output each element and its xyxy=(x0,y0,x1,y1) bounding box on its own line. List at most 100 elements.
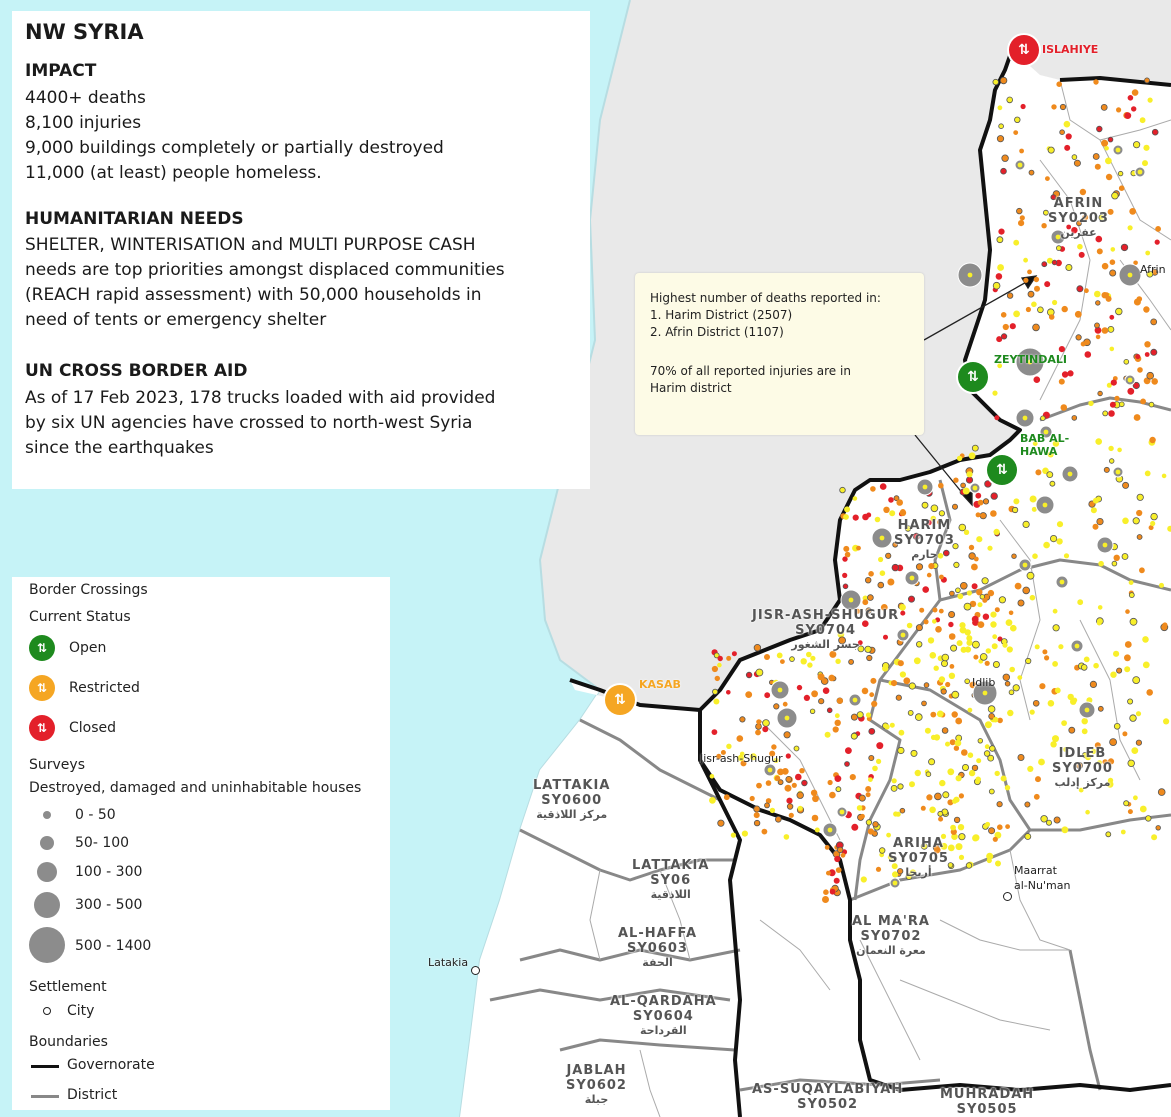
crossing-icon-islahiye[interactable]: ⇅ xyxy=(1009,35,1039,65)
survey-point xyxy=(1093,662,1099,669)
survey-point xyxy=(838,636,846,645)
survey-point xyxy=(966,635,973,642)
survey-point xyxy=(960,482,966,489)
survey-point xyxy=(998,228,1005,235)
survey-point xyxy=(1042,467,1049,475)
needs-line: (REACH rapid assessment) with 50,000 hou… xyxy=(25,285,482,305)
survey-point xyxy=(1040,415,1046,421)
survey-point xyxy=(929,806,936,814)
crossing-icon-bab-al-hawa[interactable]: ⇅ xyxy=(987,455,1017,485)
survey-point xyxy=(1081,728,1088,735)
survey-point xyxy=(921,501,929,509)
survey-point xyxy=(793,745,800,752)
needs-line: need of tents or emergency shelter xyxy=(25,310,327,330)
survey-point xyxy=(947,768,955,776)
survey-point xyxy=(1090,748,1097,755)
survey-point xyxy=(1046,471,1054,479)
survey-point xyxy=(1136,509,1143,517)
survey-point xyxy=(1046,819,1053,826)
survey-point xyxy=(1041,261,1048,268)
survey-point xyxy=(761,828,768,835)
survey-point xyxy=(971,583,978,590)
survey-point xyxy=(1128,592,1135,598)
survey-point xyxy=(905,873,913,880)
survey-point xyxy=(1061,371,1069,378)
legend-settlement-title: Settlement xyxy=(29,979,107,995)
survey-point xyxy=(781,768,789,775)
survey-point xyxy=(1042,649,1048,655)
survey-point xyxy=(833,877,840,884)
survey-point xyxy=(899,671,907,678)
survey-point xyxy=(867,594,874,601)
survey-point xyxy=(996,336,1003,343)
survey-point xyxy=(1143,144,1150,151)
survey-point xyxy=(1124,654,1131,662)
survey-point xyxy=(1116,667,1123,674)
survey-point xyxy=(1029,495,1037,503)
survey-point xyxy=(812,795,819,803)
survey-point xyxy=(939,574,944,580)
survey-point xyxy=(1063,747,1068,752)
map-title: NW SYRIA xyxy=(25,20,144,44)
survey-point xyxy=(717,819,725,827)
survey-point xyxy=(788,812,794,818)
survey-point xyxy=(1072,697,1078,703)
survey-point xyxy=(1013,498,1020,505)
survey-point xyxy=(1136,534,1143,540)
survey-point xyxy=(997,717,1003,724)
survey-point xyxy=(726,743,732,749)
survey-point xyxy=(822,896,829,903)
survey-point xyxy=(835,867,842,873)
survey-point xyxy=(891,863,898,870)
survey-point xyxy=(940,688,947,695)
survey-point xyxy=(937,810,944,817)
survey-point xyxy=(862,620,869,627)
survey-point xyxy=(845,747,852,754)
survey-point xyxy=(1105,831,1112,838)
crossing-icon-zeytindali[interactable]: ⇅ xyxy=(958,362,988,392)
legend-size-label: 0 - 50 xyxy=(75,807,116,823)
survey-point xyxy=(951,711,958,718)
survey-point xyxy=(1005,824,1010,829)
impact-line: 9,000 buildings completely or partially … xyxy=(25,138,444,158)
survey-point xyxy=(834,719,841,726)
survey-point xyxy=(865,786,872,792)
survey-point xyxy=(1109,259,1116,266)
survey-point xyxy=(796,791,804,799)
survey-point xyxy=(870,677,877,684)
survey-point xyxy=(1133,795,1138,801)
survey-point xyxy=(1155,226,1161,232)
survey-point xyxy=(818,698,825,705)
survey-point xyxy=(929,652,937,659)
survey-point xyxy=(1066,224,1072,230)
crossing-icon-kasab[interactable]: ⇅ xyxy=(605,685,635,715)
survey-bubble-center xyxy=(1067,471,1073,477)
city-label-jisr-ash-shugur: Jisr-ash-Shugur xyxy=(700,752,783,765)
survey-point xyxy=(764,692,771,699)
legend-surveys-subtitle: Destroyed, damaged and uninhabitable hou… xyxy=(29,780,362,796)
survey-point xyxy=(865,792,871,798)
survey-point xyxy=(1084,753,1092,761)
survey-point xyxy=(928,758,936,766)
district-boundaries xyxy=(489,396,1171,1092)
survey-point xyxy=(1150,348,1158,356)
survey-bubble-center xyxy=(1043,429,1049,435)
survey-point xyxy=(924,727,931,734)
survey-point xyxy=(898,729,905,736)
survey-point xyxy=(958,854,965,861)
survey-point xyxy=(801,779,808,787)
survey-point xyxy=(997,824,1003,830)
city-dot-icon xyxy=(471,966,480,975)
survey-point xyxy=(870,486,876,492)
survey-point xyxy=(862,595,868,601)
survey-point xyxy=(908,682,916,690)
survey-point xyxy=(1077,243,1083,250)
survey-point xyxy=(1013,239,1020,246)
survey-point xyxy=(1017,599,1025,607)
survey-point xyxy=(834,775,842,782)
survey-point xyxy=(1023,257,1028,263)
crossing-label-kasab: KASAB xyxy=(639,678,681,691)
survey-point xyxy=(866,654,873,662)
